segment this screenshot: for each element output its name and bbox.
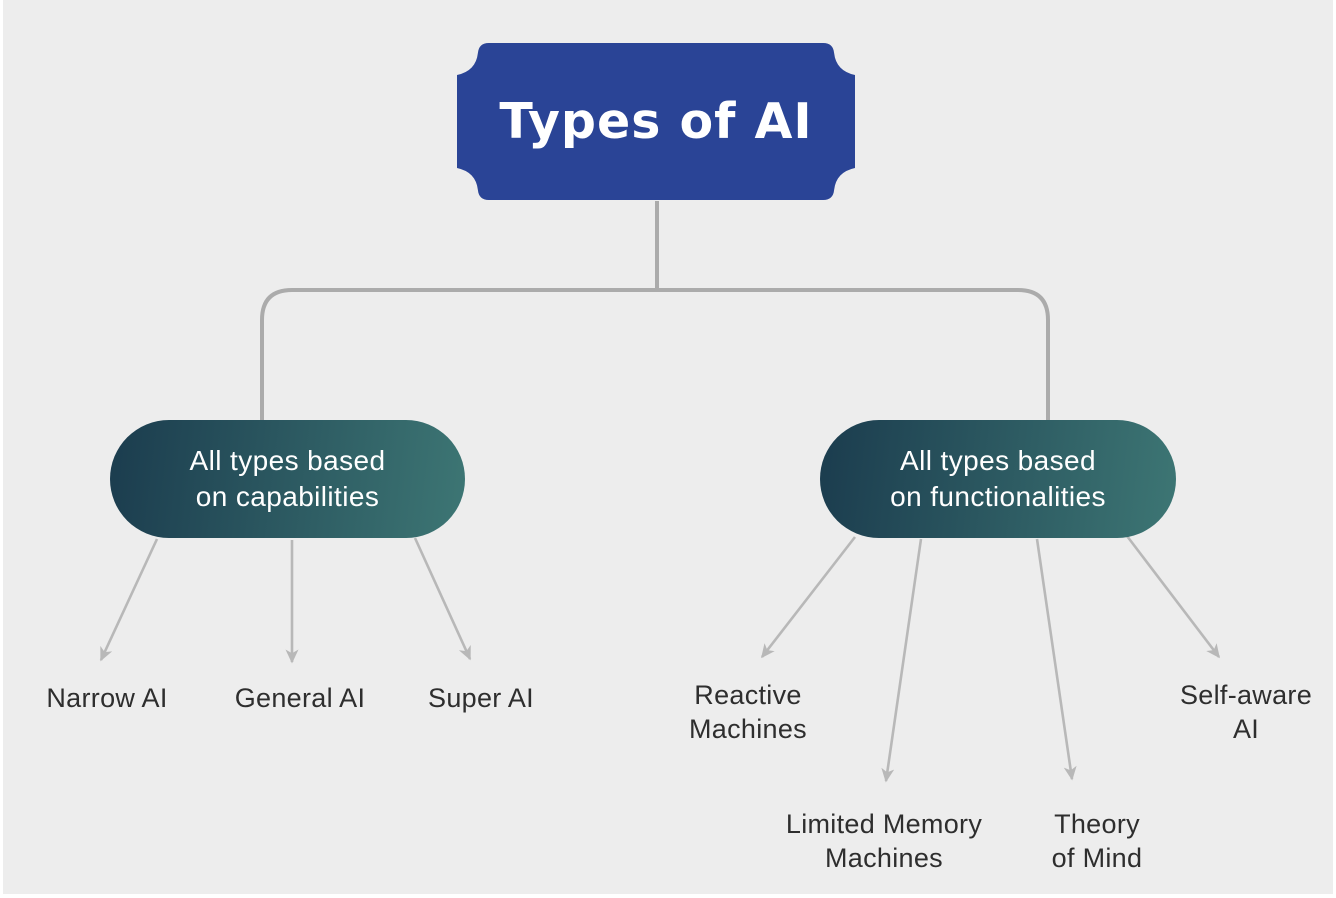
leaf-super-ai: Super AI — [428, 681, 534, 715]
leaf-self-aware-ai-line1: Self-aware — [1179, 680, 1313, 710]
leaf-self-aware-ai-line2: AI — [1232, 714, 1260, 744]
leaf-limited-memory-machines-line2: Machines — [825, 843, 943, 873]
branch-functionalities-label-line1: All types based — [900, 445, 1096, 476]
title-plaque-shape — [457, 43, 855, 200]
branch-connector-line — [260, 288, 1050, 421]
leaf-general-ai-label: General AI — [234, 683, 366, 713]
branch-capabilities-label-line1: All types based — [189, 445, 386, 476]
leaf-narrow-ai: Narrow AI — [46, 681, 167, 715]
leaf-reactive-machines-line1: Reactive — [694, 680, 802, 710]
arrow-limited-memory-machines — [881, 538, 923, 783]
leaf-theory-of-mind-line1: Theory — [1054, 809, 1140, 839]
arrow-self-aware-ai — [1125, 535, 1221, 659]
leaf-theory-of-mind-line2: of Mind — [1051, 843, 1143, 873]
arrow-super-ai — [413, 537, 472, 661]
leaf-limited-memory-machines-line1: Limited Memory — [785, 809, 983, 839]
branch-capabilities-label-line2: on capabilities — [195, 481, 380, 512]
root-node: Types of AI — [457, 43, 855, 200]
diagram-title: Types of AI — [499, 93, 813, 150]
leaf-super-ai-label: Super AI — [428, 683, 534, 713]
leaf-general-ai: General AI — [235, 681, 366, 715]
leaf-limited-memory-machines: Limited Memory Machines — [786, 807, 982, 875]
leaf-theory-of-mind: Theory of Mind — [1052, 807, 1143, 875]
branch-node-capabilities: All types based on capabilities — [110, 420, 465, 538]
leaf-self-aware-ai: Self-aware AI — [1180, 678, 1312, 746]
leaf-narrow-ai-label: Narrow AI — [46, 683, 168, 713]
arrow-theory-of-mind — [1035, 538, 1077, 781]
arrow-reactive-machines — [760, 536, 857, 659]
branch-functionalities-label-line2: on functionalities — [890, 481, 1106, 512]
leaf-reactive-machines-line2: Machines — [689, 714, 807, 744]
leaf-reactive-machines: Reactive Machines — [689, 678, 807, 746]
branch-node-functionalities: All types based on functionalities — [820, 420, 1176, 538]
arrow-narrow-ai — [99, 538, 159, 662]
